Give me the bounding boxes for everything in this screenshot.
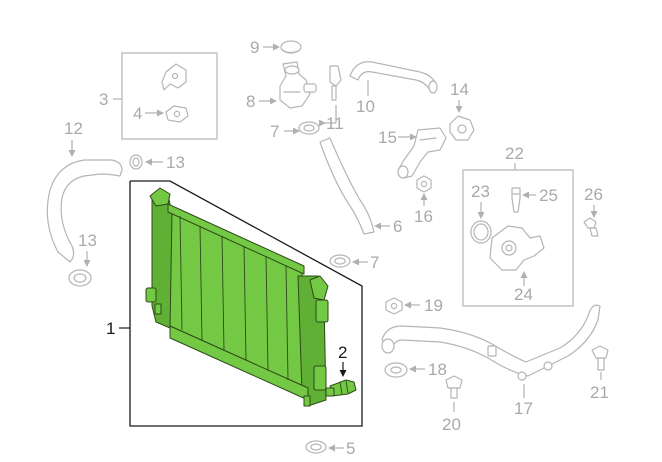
part-10-upper-hose[interactable]: 10 bbox=[349, 61, 438, 116]
part-13-clamp-upper[interactable]: 13 bbox=[129, 153, 185, 172]
callout-15[interactable]: 15 bbox=[378, 128, 397, 147]
callout-4[interactable]: 4 bbox=[133, 104, 142, 123]
callout-12[interactable]: 12 bbox=[64, 119, 83, 138]
part-8-outlet-fitting[interactable]: 8 bbox=[246, 61, 317, 111]
callout-13-upper[interactable]: 13 bbox=[166, 153, 185, 172]
part-14-thermostat-housing[interactable]: 14 bbox=[449, 80, 475, 141]
drain-plug[interactable]: 2 bbox=[325, 343, 357, 397]
part-25-temp-sender[interactable]: 25 bbox=[511, 186, 558, 213]
part-16-nut[interactable]: 16 bbox=[414, 175, 433, 226]
radiator-assembly[interactable]: 1 bbox=[106, 180, 363, 427]
callout-25[interactable]: 25 bbox=[539, 186, 558, 205]
water-inlet-group[interactable]: 22 23 25 24 bbox=[462, 144, 574, 307]
callout-3[interactable]: 3 bbox=[99, 90, 108, 109]
callout-8[interactable]: 8 bbox=[246, 92, 255, 111]
callout-14[interactable]: 14 bbox=[450, 80, 469, 99]
callout-5[interactable]: 5 bbox=[346, 439, 355, 458]
callout-22[interactable]: 22 bbox=[505, 144, 524, 163]
bracket-group-box bbox=[121, 52, 218, 140]
callout-24[interactable]: 24 bbox=[514, 285, 533, 304]
bracket-pad-part[interactable] bbox=[165, 105, 189, 123]
part-13-clamp-lower[interactable]: 13 bbox=[68, 231, 97, 287]
part-9-cap[interactable]: 9 bbox=[250, 38, 302, 57]
part-7-clamp-lower[interactable]: 7 bbox=[329, 253, 379, 272]
callout-26[interactable]: 26 bbox=[584, 185, 603, 204]
part-15-coolant-pipe[interactable]: 15 bbox=[378, 127, 447, 179]
callout-11[interactable]: 11 bbox=[326, 114, 344, 133]
part-17-coolant-pipe[interactable]: 17 bbox=[381, 304, 601, 418]
bracket-group[interactable]: 3 4 bbox=[99, 52, 218, 140]
part-21-bolt[interactable]: 21 bbox=[590, 345, 609, 402]
bracket-part[interactable] bbox=[161, 63, 187, 91]
part-26-bolt[interactable]: 26 bbox=[583, 185, 603, 237]
callout-17[interactable]: 17 bbox=[514, 399, 533, 418]
callout-18[interactable]: 18 bbox=[428, 360, 447, 379]
radiator-assembly-box bbox=[129, 180, 363, 427]
part-5-washer[interactable]: 5 bbox=[305, 439, 355, 458]
water-inlet-group-box bbox=[462, 169, 574, 307]
callout-21[interactable]: 21 bbox=[590, 383, 609, 402]
callout-7-upper[interactable]: 7 bbox=[270, 122, 279, 141]
part-7-clamp-upper[interactable]: 7 bbox=[270, 121, 320, 141]
callout-19[interactable]: 19 bbox=[424, 296, 443, 315]
callout-9[interactable]: 9 bbox=[250, 38, 259, 57]
callout-2[interactable]: 2 bbox=[338, 343, 347, 362]
callout-1[interactable]: 1 bbox=[106, 319, 115, 338]
callout-10[interactable]: 10 bbox=[356, 97, 375, 116]
callout-6[interactable]: 6 bbox=[393, 217, 402, 236]
part-24-water-inlet[interactable]: 24 bbox=[489, 225, 545, 304]
callout-23[interactable]: 23 bbox=[471, 182, 490, 201]
callout-7-lower[interactable]: 7 bbox=[370, 253, 379, 272]
part-11-sensor[interactable]: 11 bbox=[319, 65, 344, 133]
callout-13-lower[interactable]: 13 bbox=[78, 231, 97, 250]
part-23-o-ring[interactable]: 23 bbox=[470, 182, 492, 244]
part-20-bolt[interactable]: 20 bbox=[442, 375, 463, 434]
callout-16[interactable]: 16 bbox=[414, 207, 433, 226]
callout-20[interactable]: 20 bbox=[442, 415, 461, 434]
radiator[interactable] bbox=[145, 187, 329, 407]
part-18-gasket[interactable]: 18 bbox=[384, 360, 447, 379]
part-19-nut[interactable]: 19 bbox=[385, 296, 443, 315]
part-12-radiator-hose[interactable]: 12 bbox=[46, 119, 123, 263]
part-6-hose[interactable]: 6 bbox=[319, 137, 402, 236]
